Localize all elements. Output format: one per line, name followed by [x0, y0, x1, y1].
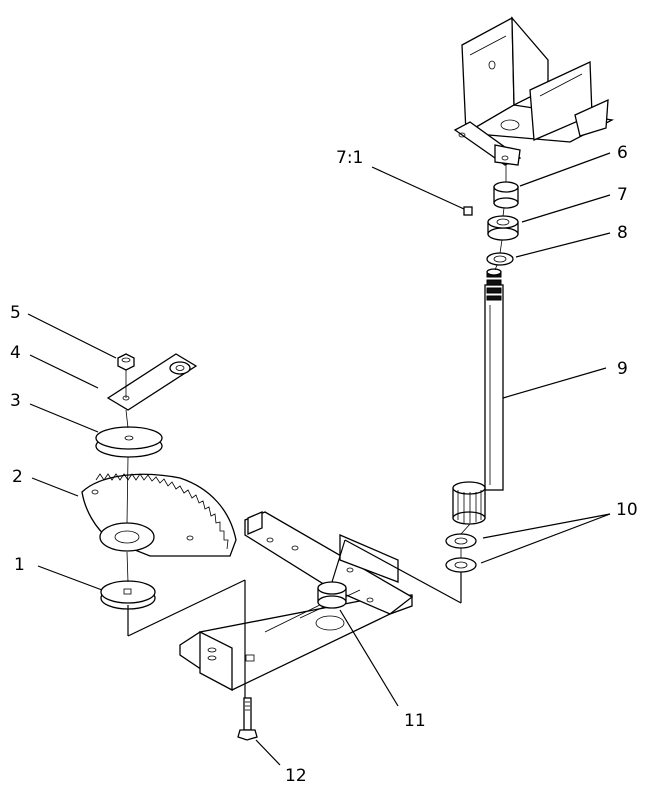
sector-gear-2	[81, 473, 237, 557]
callout-labels: 1 2 3 4 5 6 7 7:1 8 9 10 11 12	[10, 143, 638, 786]
bolt-12	[237, 697, 258, 741]
set-screw-7-1	[463, 206, 473, 216]
leader-lines	[27, 152, 611, 766]
callout-7: 7	[617, 185, 628, 205]
bushing-11	[317, 581, 347, 609]
callout-4: 4	[10, 343, 21, 363]
callout-11: 11	[404, 711, 426, 731]
callout-10: 10	[616, 500, 638, 520]
shaft-9	[452, 268, 504, 525]
callout-2: 2	[12, 467, 23, 487]
nut-5	[117, 353, 135, 371]
callout-6: 6	[617, 143, 628, 163]
assembly-lines	[125, 165, 507, 698]
washer-1	[100, 580, 156, 610]
retaining-ring-8	[486, 252, 514, 266]
callout-8: 8	[617, 223, 628, 243]
callout-3: 3	[10, 391, 21, 411]
washer-3	[95, 426, 163, 458]
callout-5: 5	[10, 303, 21, 323]
callout-1: 1	[14, 555, 25, 575]
callout-12: 12	[285, 766, 307, 786]
callout-7-1: 7:1	[336, 148, 363, 168]
bushing-6	[493, 181, 519, 209]
bearing-7	[487, 215, 519, 241]
plate-4	[106, 353, 198, 411]
callout-9: 9	[617, 359, 628, 379]
base-bracket	[179, 511, 414, 692]
upper-bracket	[453, 16, 615, 166]
